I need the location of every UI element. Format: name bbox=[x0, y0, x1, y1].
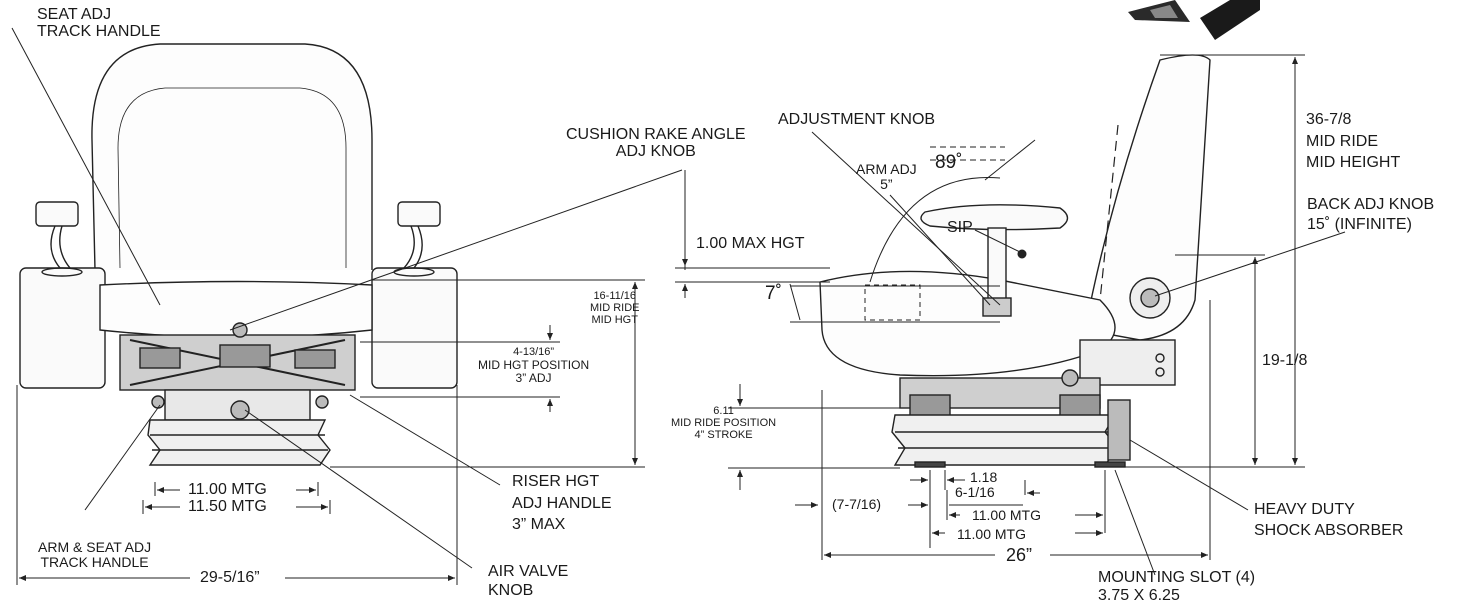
mid-hgt-position-label: 4-13/16” MID HGT POSITION 3” ADJ bbox=[478, 346, 590, 385]
side-view-dimensions bbox=[675, 54, 1346, 576]
mtg-a-dimension: 11.00 MTG bbox=[972, 507, 1041, 523]
max-hgt-label: 1.00 MAX HGT bbox=[696, 235, 805, 252]
back-adj-knob-label: BACK ADJ KNOB 15˚ (INFINITE) bbox=[1307, 196, 1435, 233]
shock-absorber-label: HEAVY DUTY SHOCK ABSORBER bbox=[1254, 501, 1404, 539]
overall-width-dimension: 29-5/16” bbox=[200, 569, 260, 586]
cushion-angle-label: 7˚ bbox=[765, 283, 782, 304]
front-view-seat bbox=[19, 43, 458, 466]
partial-component-image bbox=[1128, 0, 1260, 40]
mtg-b-dimension: 11.00 MTG bbox=[957, 526, 1026, 542]
mid-ride-position-label: 6.11 MID RIDE POSITION 4” STROKE bbox=[671, 405, 777, 441]
mounting-slot-label: MOUNTING SLOT (4) 3.75 X 6.25 bbox=[1098, 569, 1256, 605]
seat-track-handle-label: SEAT ADJ TRACK HANDLE bbox=[37, 6, 161, 41]
air-valve-label: AIR VALVE KNOB bbox=[488, 563, 569, 600]
front-view-dimensions bbox=[11, 27, 686, 585]
mtg-outer-dimension: 11.50 MTG bbox=[188, 498, 267, 515]
arm-adj-label: ARM ADJ 5” bbox=[856, 161, 917, 193]
dim-6-1-16: 6-1/16 bbox=[955, 484, 995, 500]
overall-height-label: 36-7/8 MID RIDE MID HEIGHT bbox=[1306, 111, 1401, 172]
mid-ride-height-label: 16-11/16 MID RIDE MID HGT bbox=[590, 290, 640, 326]
mtg-inner-dimension: 11.00 MTG bbox=[188, 481, 267, 498]
riser-handle-label: RISER HGT ADJ HANDLE 3” MAX bbox=[512, 473, 612, 534]
overall-depth-dimension: 26” bbox=[1006, 545, 1033, 565]
dim-7-7-16: (7-7/16) bbox=[832, 496, 882, 512]
back-height-dimension: 19-1/8 bbox=[1262, 352, 1308, 369]
dim-1-18: 1.18 bbox=[970, 469, 998, 485]
sip-label: SIP bbox=[947, 219, 973, 236]
arm-seat-track-label: ARM & SEAT ADJ TRACK HANDLE bbox=[38, 539, 152, 571]
adjustment-knob-label: ADJUSTMENT KNOB bbox=[778, 111, 936, 128]
cushion-rake-label: CUSHION RAKE ANGLE ADJ KNOB bbox=[566, 126, 746, 161]
arm-angle-label: 89˚ bbox=[935, 152, 963, 173]
side-view-seat bbox=[819, 54, 1211, 468]
